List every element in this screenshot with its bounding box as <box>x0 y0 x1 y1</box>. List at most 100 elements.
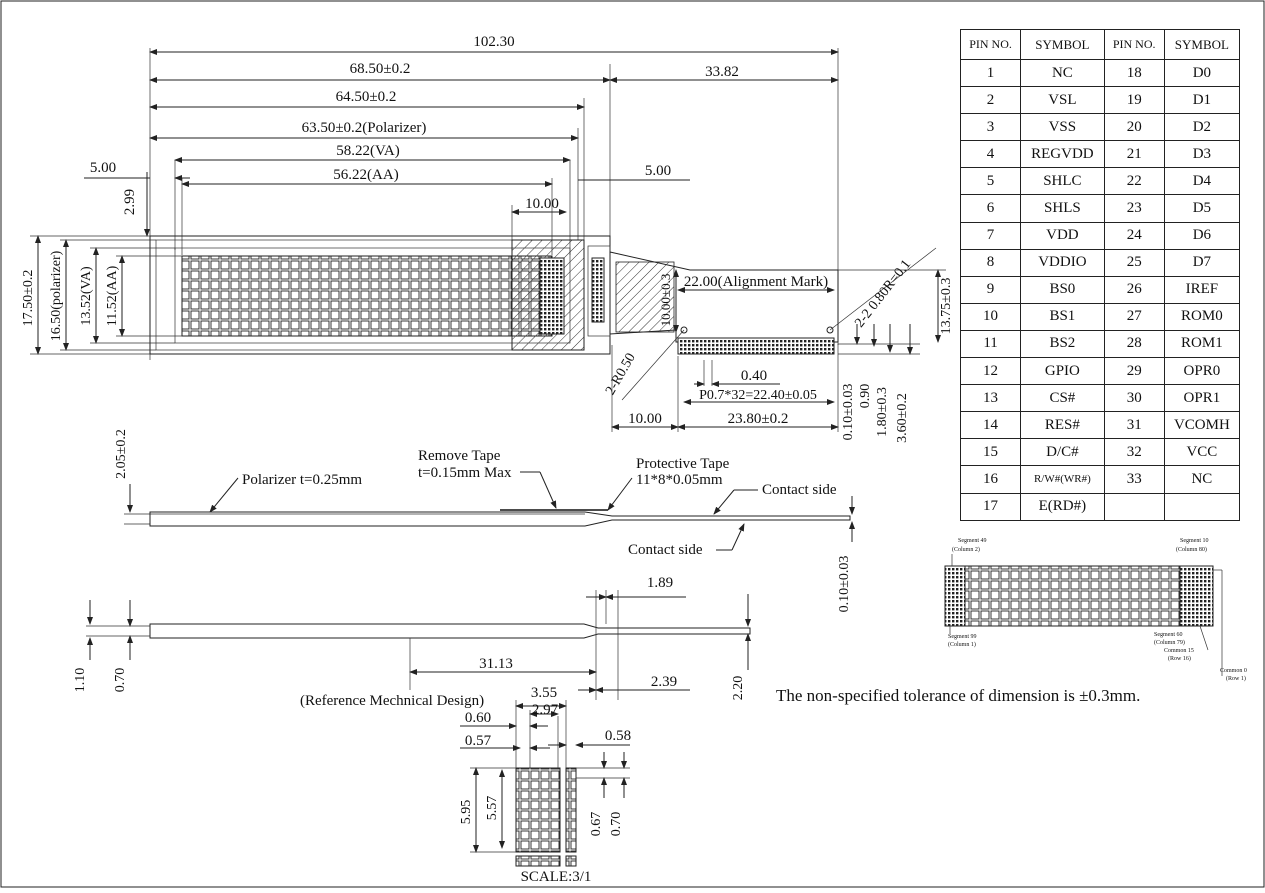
pin-symbol-cell: BS2 <box>1020 329 1105 359</box>
pixel-grid <box>515 767 561 853</box>
dim-left-offset: 5.00 <box>90 160 116 176</box>
pin-number-cell: 20 <box>1103 113 1165 142</box>
seg-common15-2: (Row 16) <box>1168 655 1191 662</box>
pin-symbol-cell: VSS <box>1020 113 1105 142</box>
pin-number-cell: 17 <box>959 492 1022 521</box>
fpc-t4: 3.60±0.2 <box>895 393 910 443</box>
bottom-dim-3113: 31.13 <box>479 656 513 672</box>
side-contact-thickness: 0.10±0.03 <box>837 556 852 613</box>
bottom-view: 1.89 1.10 0.70 31.13 2.39 2.20 (Referenc… <box>73 575 751 709</box>
pin-symbol-cell: NC <box>1020 58 1105 88</box>
pin-number-cell: 32 <box>1103 438 1165 467</box>
pin-symbol-cell: D7 <box>1163 248 1241 277</box>
pixel-dim-557: 5.57 <box>485 796 500 821</box>
top-view: 102.30 68.50±0.2 33.82 64.50±0.2 63.50±0… <box>21 34 839 360</box>
active-area <box>181 255 553 337</box>
pixel-dim-595: 5.95 <box>459 800 474 825</box>
pin-symbol-cell: NC <box>1163 465 1241 494</box>
dim-height-va: 13.52(VA) <box>79 266 94 326</box>
pin-symbol-cell: D6 <box>1163 221 1241 250</box>
seg-top-right-1: Segment 10 <box>1180 538 1209 544</box>
pin-symbol-cell: IREF <box>1163 275 1241 304</box>
side-body <box>149 511 851 527</box>
pin-symbol-cell: E(RD#) <box>1020 492 1105 521</box>
pin-symbol-cell: VCC <box>1163 438 1241 467</box>
pixel-detail: 3.55 2.97 0.60 0.57 0.58 5.95 5.57 0.67 … <box>459 685 631 885</box>
fpc-left: 10.00 <box>628 411 662 427</box>
pin-number-cell: 5 <box>959 167 1022 196</box>
pin-symbol-cell: D0 <box>1163 58 1241 88</box>
tolerance-note: The non-specified tolerance of dimension… <box>776 686 1140 705</box>
bottom-dim-110: 1.10 <box>73 668 88 693</box>
pin-symbol-cell: CS# <box>1020 384 1105 413</box>
pin-number-cell: 7 <box>959 221 1022 250</box>
fpc-height-b: 13.75±0.3 <box>939 278 954 335</box>
pin-number-cell: 22 <box>1103 167 1165 196</box>
pixel-dim-060: 0.60 <box>465 710 491 726</box>
dim-height-aa: 11.52(AA) <box>105 265 120 326</box>
pin-number-cell: 10 <box>959 302 1022 331</box>
pin-number-cell: 29 <box>1103 357 1165 386</box>
pin-number-cell: 33 <box>1103 465 1165 494</box>
fpc-t3: 1.80±0.3 <box>875 387 890 437</box>
seg-bottom-right-1: Segment 60 <box>1154 632 1183 638</box>
pin-number-cell: 23 <box>1103 194 1165 223</box>
bottom-body <box>149 623 751 639</box>
side-protect-tape-1: Protective Tape <box>636 456 730 472</box>
fpc-pitch: P0.7*32=22.40±0.05 <box>699 388 817 403</box>
pin-number-cell: 18 <box>1103 58 1165 88</box>
pin-number-cell: 25 <box>1103 248 1165 277</box>
pin-symbol-cell: BS0 <box>1020 275 1105 304</box>
side-remove-tape-2: t=0.15mm Max <box>418 465 512 481</box>
seg-common0-2: (Row 1) <box>1226 675 1246 682</box>
pin-number-cell: 8 <box>959 248 1022 277</box>
dim-hatch-width: 10.00 <box>525 196 559 212</box>
pixel-dim-297: 2.97 <box>532 702 559 718</box>
dim-top-offset: 2.99 <box>122 189 138 215</box>
pin-symbol-cell: R/W#(WR#) <box>1020 465 1105 494</box>
segment-map: Segment 49 (Column 2) Segment 10 (Column… <box>944 538 1247 682</box>
pin-number-cell: 24 <box>1103 221 1165 250</box>
seg-common15-1: Common 15 <box>1164 648 1194 654</box>
dim-height-total: 17.50±0.2 <box>21 270 36 327</box>
dim-aa-width: 56.22(AA) <box>333 167 398 183</box>
pin-symbol-cell: D1 <box>1163 86 1241 115</box>
pin-number-cell: 14 <box>959 411 1022 440</box>
pin-number-cell: 6 <box>959 194 1022 223</box>
scale-label: SCALE:3/1 <box>521 869 592 885</box>
pin-number-cell: 30 <box>1103 384 1165 413</box>
pin-symbol-cell: ROM0 <box>1163 302 1241 331</box>
side-remove-tape-1: Remove Tape <box>418 448 501 464</box>
pin-number-cell: 21 <box>1103 140 1165 169</box>
pin-number-cell: 15 <box>959 438 1022 467</box>
seg-common0-1: Common 0 <box>1220 668 1247 674</box>
segment-map-grid <box>944 565 1214 627</box>
pin-header-2: SYMBOL <box>1020 29 1105 60</box>
fpc-hole-dim: 2-2 0.80R=0.1 <box>852 257 914 330</box>
pin-header-4: SYMBOL <box>1163 29 1241 60</box>
pin-symbol-cell: D5 <box>1163 194 1241 223</box>
fpc-height-a: 10.00±0.3 <box>658 274 673 327</box>
pin-symbol-cell: GPIO <box>1020 357 1105 386</box>
fpc-t2: 0.90 <box>858 384 873 409</box>
pixel-dim-067: 0.67 <box>589 812 604 837</box>
fpc-pin-width: 0.40 <box>741 368 767 384</box>
pixel-dim-070: 0.70 <box>609 812 624 837</box>
seg-top-left-1: Segment 49 <box>958 538 987 544</box>
dim-polarizer-width: 63.50±0.2(Polarizer) <box>302 120 427 136</box>
pixel-dim-355: 3.55 <box>531 685 557 701</box>
pin-symbol-cell: OPR0 <box>1163 357 1241 386</box>
seg-bottom-right-2: (Column 79) <box>1154 639 1185 646</box>
pin-symbol-cell <box>1163 492 1241 521</box>
